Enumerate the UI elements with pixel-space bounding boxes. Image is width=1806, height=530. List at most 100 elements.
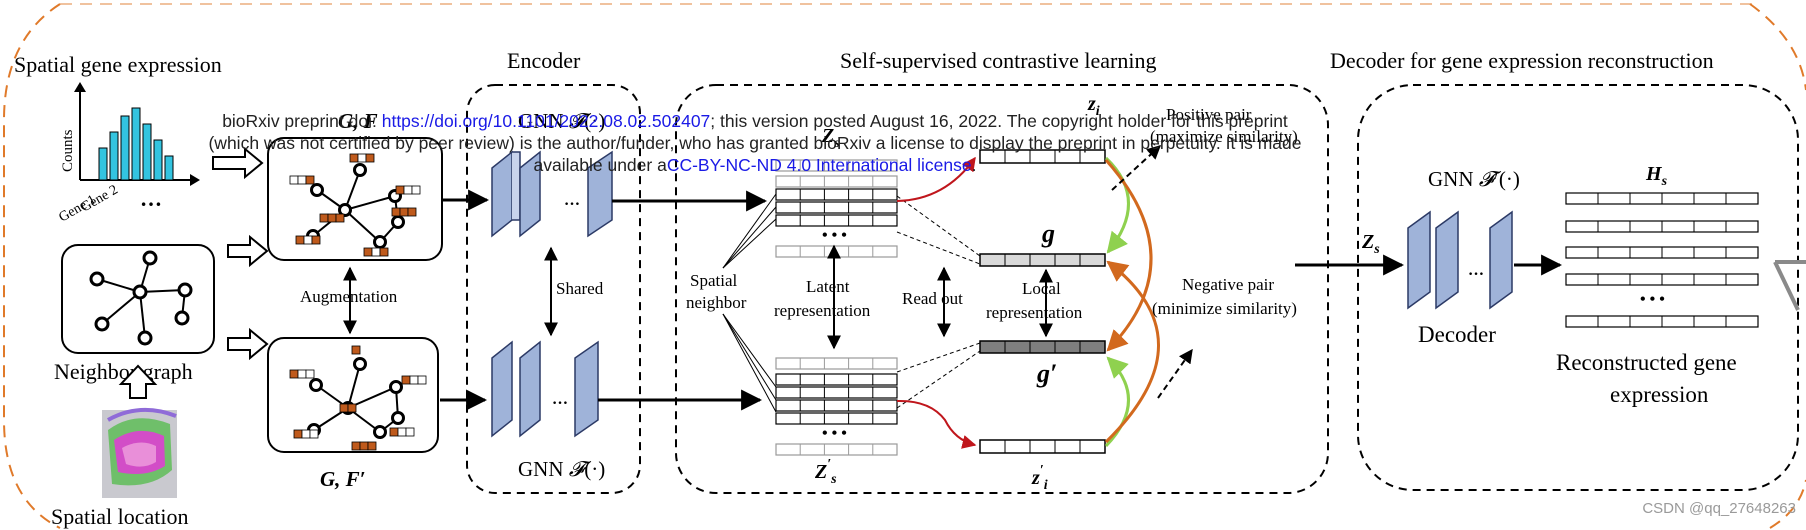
global-vector-g <box>979 253 1106 267</box>
zs-bottom-label: Z′s <box>814 457 837 487</box>
histogram-bar <box>164 155 174 181</box>
graph-node <box>309 378 323 392</box>
matrix-row <box>775 159 898 172</box>
g-label: g <box>1041 219 1055 248</box>
svg-text:…: … <box>564 192 580 209</box>
neighbor-graph <box>61 244 215 354</box>
feature-block <box>401 375 427 385</box>
orange-arrow <box>1104 260 1160 444</box>
feature-block <box>319 213 345 223</box>
graph-node <box>373 235 387 249</box>
graph-node <box>353 163 367 177</box>
histogram-bar <box>142 123 152 181</box>
graph-edge <box>344 169 361 211</box>
matrix-row <box>775 214 898 227</box>
section-title-spatial-gene-expression: Spatial gene expression <box>14 52 222 77</box>
graph-node <box>391 215 405 229</box>
hollow-arrow-icon <box>212 146 264 180</box>
latent-label-2: representation <box>774 301 871 320</box>
histogram-bar <box>98 147 108 181</box>
graph-edge <box>347 363 361 409</box>
histogram-bar <box>153 139 163 181</box>
histogram: Counts Gene 1 Gene 2 … <box>57 82 200 225</box>
graph-bottom <box>267 337 439 453</box>
feature-block <box>339 403 357 413</box>
feature-block <box>391 207 417 217</box>
csdn-credit: CSDN @qq_27648263 <box>1642 500 1796 517</box>
spatial-neighbor-pointers <box>722 193 777 413</box>
zi-bottom-label: z′i <box>1031 463 1048 493</box>
hollow-arrow-icon <box>227 327 269 361</box>
graph-node <box>389 380 403 394</box>
matrix-row <box>775 188 898 201</box>
histogram-ellipsis: … <box>140 186 162 211</box>
tissue-image <box>102 407 177 498</box>
reconstructed-label-2: expression <box>1610 382 1709 407</box>
gnn-bottom-layers: … <box>491 340 599 438</box>
feature-block <box>395 185 421 195</box>
shared-label: Shared <box>556 279 604 298</box>
graph-top <box>267 137 443 261</box>
feature-block <box>289 175 315 185</box>
contrastive-frame <box>675 84 1329 494</box>
zs-decoder-input-label: Zs <box>1361 231 1380 257</box>
graph-edge <box>344 195 396 211</box>
hollow-arrow-icon <box>227 234 269 268</box>
feature-block <box>289 369 315 379</box>
outer-frame <box>3 3 61 529</box>
green-arrow <box>1104 156 1130 254</box>
decoder-frame <box>1357 84 1799 491</box>
matrix-row <box>1565 192 1759 205</box>
matrix-row <box>1565 315 1759 328</box>
latent-matrix-top: • • • <box>775 159 898 258</box>
matrix-row <box>775 443 898 456</box>
orange-arrow <box>1104 159 1153 352</box>
spatial-neighbor-label-1: Spatial <box>690 271 737 290</box>
reconstructed-matrix: • • • <box>1565 192 1759 328</box>
zi-top-vector <box>979 149 1106 164</box>
matrix-ellipsis: • • • <box>822 227 847 244</box>
gnn-decoder-layers: … <box>1407 210 1513 310</box>
local-label-1: Local <box>1022 279 1061 298</box>
readout-lines <box>896 195 981 409</box>
matrix-row <box>775 245 898 258</box>
up-arrow-icon <box>118 364 158 399</box>
matrix-row <box>775 373 898 386</box>
histogram-bar <box>109 131 119 181</box>
zi-top-label: zi <box>1087 93 1100 119</box>
feature-block <box>389 427 415 437</box>
graph-node <box>310 183 324 197</box>
local-label-2: representation <box>986 303 1083 322</box>
graph-bottom-label: G, F′ <box>320 467 366 491</box>
zs-top-label: Zs <box>821 125 840 151</box>
matrix-row <box>775 201 898 214</box>
svg-text:…: … <box>552 391 568 408</box>
outer-frame-right <box>1749 3 1806 91</box>
feature-block <box>351 441 377 451</box>
negative-pair-pointer <box>1157 348 1193 399</box>
graph-node <box>391 411 405 425</box>
gnn-top-layers: … <box>491 150 613 238</box>
svg-text:…: … <box>1468 262 1484 279</box>
section-title-contrastive: Self-supervised contrastive learning <box>840 48 1156 73</box>
graph-node <box>338 203 352 217</box>
negative-pair-label: Negative pair <box>1182 275 1274 294</box>
gnn-bottom-label: GNN 𝓕(·) <box>518 457 605 481</box>
green-arrow <box>1104 356 1130 448</box>
decoder-label: Decoder <box>1418 322 1496 347</box>
histogram-gene2: Gene 2 <box>79 182 121 215</box>
outer-frame-right-bottom <box>1769 479 1806 529</box>
feature-block <box>351 345 361 355</box>
graph-node <box>353 357 367 371</box>
readout-label: Read out <box>902 289 963 308</box>
encoder-frame <box>466 84 641 494</box>
matrix-row <box>775 175 898 188</box>
red-arrow <box>896 399 977 449</box>
graph-top-label: G, F <box>338 109 378 133</box>
reconstructed-label-1: Reconstructed gene <box>1556 350 1737 375</box>
augmentation-label: Augmentation <box>300 287 398 306</box>
latent-label-1: Latent <box>806 277 850 296</box>
negative-pair-sublabel: (minimize similarity) <box>1152 299 1297 318</box>
matrix-row <box>1565 220 1759 233</box>
